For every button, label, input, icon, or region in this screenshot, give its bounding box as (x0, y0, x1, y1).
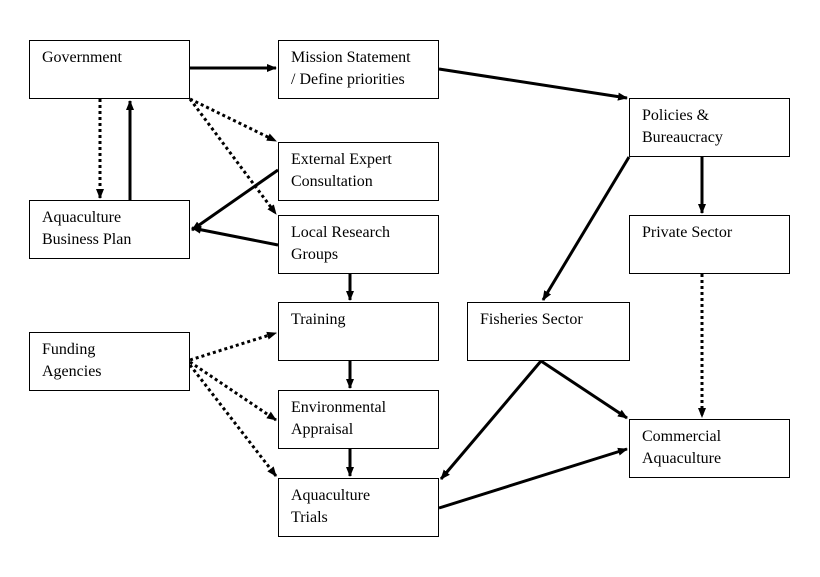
node-private-sector: Private Sector (629, 215, 790, 274)
edge-fisheries-to-commercial (540, 359, 628, 420)
node-external-expert: External Expert Consultation (278, 142, 439, 201)
edge-trials-to-commercial (438, 447, 628, 510)
node-training: Training (278, 302, 439, 361)
node-policies-bureaucracy: Policies & Bureaucracy (629, 98, 790, 157)
node-aquaculture-trials: Aquaculture Trials (278, 478, 439, 537)
edge-funding-to-trials (188, 364, 278, 477)
node-business-plan: Aquaculture Business Plan (29, 200, 190, 259)
node-local-research: Local Research Groups (278, 215, 439, 274)
edge-fisheries-to-trials (439, 360, 543, 480)
edge-mission-to-policies (438, 67, 628, 101)
node-government: Government (29, 40, 190, 99)
edge-funding-to-training (189, 331, 277, 362)
edge-external-to-business-plan (191, 168, 279, 232)
node-commercial-aquaculture: Commercial Aquaculture (629, 419, 790, 478)
edge-policies-to-fisheries (541, 156, 631, 301)
node-fisheries-sector: Fisheries Sector (467, 302, 630, 361)
node-mission-statement: Mission Statement / Define priorities (278, 40, 439, 99)
edge-local-research-to-business-plan (191, 225, 279, 247)
edge-funding-to-environmental (189, 360, 277, 422)
edge-government-to-local-research (188, 98, 278, 215)
node-environmental-appraisal: Environmental Appraisal (278, 390, 439, 449)
node-funding-agencies: Funding Agencies (29, 332, 190, 391)
edge-government-to-external (189, 97, 277, 143)
